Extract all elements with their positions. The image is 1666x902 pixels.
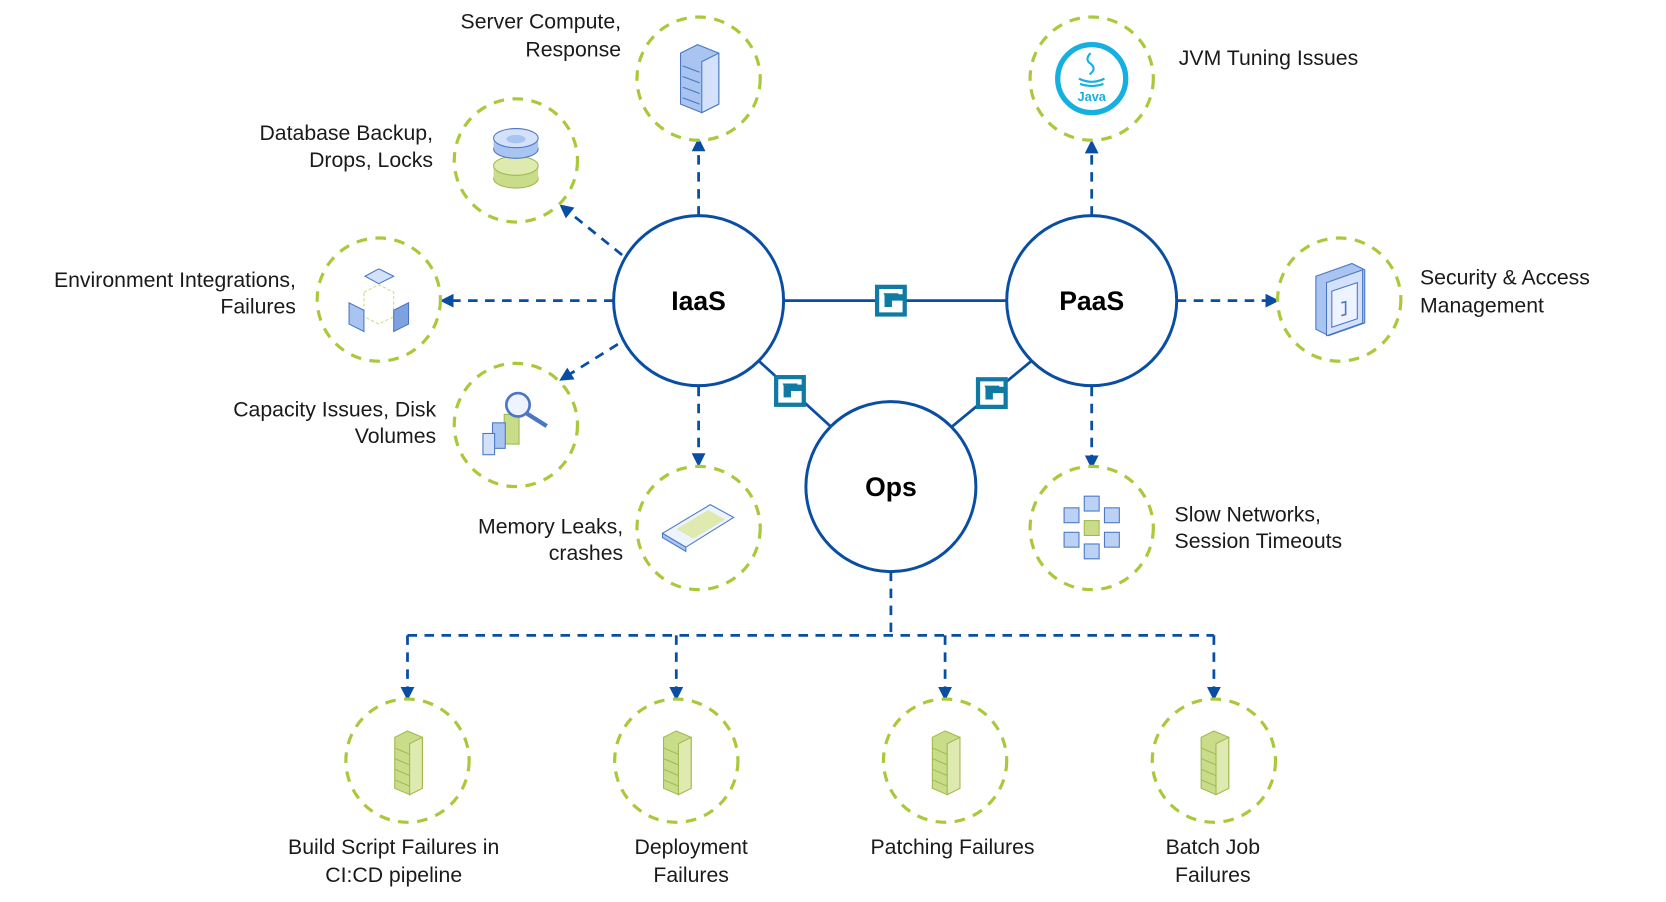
issue-label-line: Environment Integrations, <box>54 268 296 292</box>
database-icon <box>493 128 539 189</box>
hub-label: PaaS <box>1059 286 1124 316</box>
connector-icon <box>975 377 1008 410</box>
svg-text:Slow Networks,Session Timeouts: Slow Networks,Session Timeouts <box>1175 503 1343 554</box>
java-icon: Java <box>1055 41 1129 116</box>
issue-label-line: Failures <box>653 863 729 887</box>
connector-icon <box>874 284 907 317</box>
hub-label: Ops <box>865 472 917 502</box>
issue-label-line: Database Backup, <box>259 121 433 145</box>
issue-label-line: Deployment <box>635 835 748 859</box>
svg-text:Server Compute,Response: Server Compute, Response <box>461 10 622 62</box>
connector-icon <box>774 375 806 407</box>
svg-text:Patching Failures: Patching Failures <box>870 835 1034 859</box>
security-door-icon <box>1315 262 1366 337</box>
issue-label-line: Capacity Issues, Disk <box>233 397 436 421</box>
arrows <box>400 137 1280 701</box>
issue-label-line: Build Script Failures in <box>288 835 499 859</box>
issue-label-line: crashes <box>549 541 623 565</box>
issue-label-line: Slow Networks, <box>1175 503 1321 527</box>
server-stack-icon <box>931 730 961 796</box>
java-logo-text: Java <box>1078 89 1107 104</box>
hub-label: IaaS <box>671 286 726 316</box>
issue-label-line: Security & Access <box>1420 266 1590 290</box>
server-stack-icon <box>663 730 692 796</box>
issue-server: Server Compute, Response <box>461 10 762 142</box>
issue-environment: Environment Integrations,Failures <box>54 236 443 363</box>
issue-label-line: JVM Tuning Issues <box>1179 46 1358 70</box>
hub-paas: PaaS <box>1005 214 1179 388</box>
issue-jvm: Java JVM Tuning Issues <box>1028 15 1358 142</box>
issue-label-line: Volumes <box>355 424 436 448</box>
server-stack-icon <box>394 730 423 796</box>
issue-database: Database Backup, Drops, Locks <box>259 97 580 224</box>
capacity-search-icon <box>482 391 548 456</box>
hub-iaas: IaaS <box>612 214 786 388</box>
memory-drive-icon <box>661 504 735 553</box>
issue-label-line: Batch Job <box>1166 835 1260 859</box>
issue-label-line: Patching Failures <box>870 835 1034 859</box>
server-icon <box>680 44 720 114</box>
issue-label-line: Failures <box>1175 863 1251 887</box>
issue-label-line: Drops, Locks <box>309 148 433 172</box>
issue-label-line: Response <box>525 37 621 61</box>
issue-label-line: CI:CD pipeline <box>325 863 462 887</box>
issue-memory: Memory Leaks, crashes <box>478 464 762 592</box>
issue-patching: Patching Failures <box>870 697 1035 859</box>
environment-icon <box>348 268 410 333</box>
issue-label-line: Failures <box>220 294 296 318</box>
issue-label-line: Server Compute, <box>461 10 622 34</box>
issue-label-line: Session Timeouts <box>1175 529 1343 553</box>
issue-network: Slow Networks,Session Timeouts <box>1028 464 1343 592</box>
issue-label-line: Management <box>1420 293 1544 317</box>
issue-build: Build Script Failures in CI:CD pipeline <box>288 697 499 887</box>
issue-label-line: Memory Leaks, <box>478 514 623 538</box>
network-cubes-icon <box>1063 495 1120 560</box>
svg-text:Database Backup,Drops, Locks: Database Backup, Drops, Locks <box>259 121 433 172</box>
hub-ops: Ops <box>804 400 978 574</box>
svg-text:Environment Integrations,Failu: Environment Integrations,Failures <box>54 268 296 319</box>
server-stack-icon <box>1200 730 1230 796</box>
svg-text:JVM Tuning Issues: JVM Tuning Issues <box>1179 46 1358 70</box>
svg-text:Memory Leaks,crashes: Memory Leaks, crashes <box>478 514 623 565</box>
